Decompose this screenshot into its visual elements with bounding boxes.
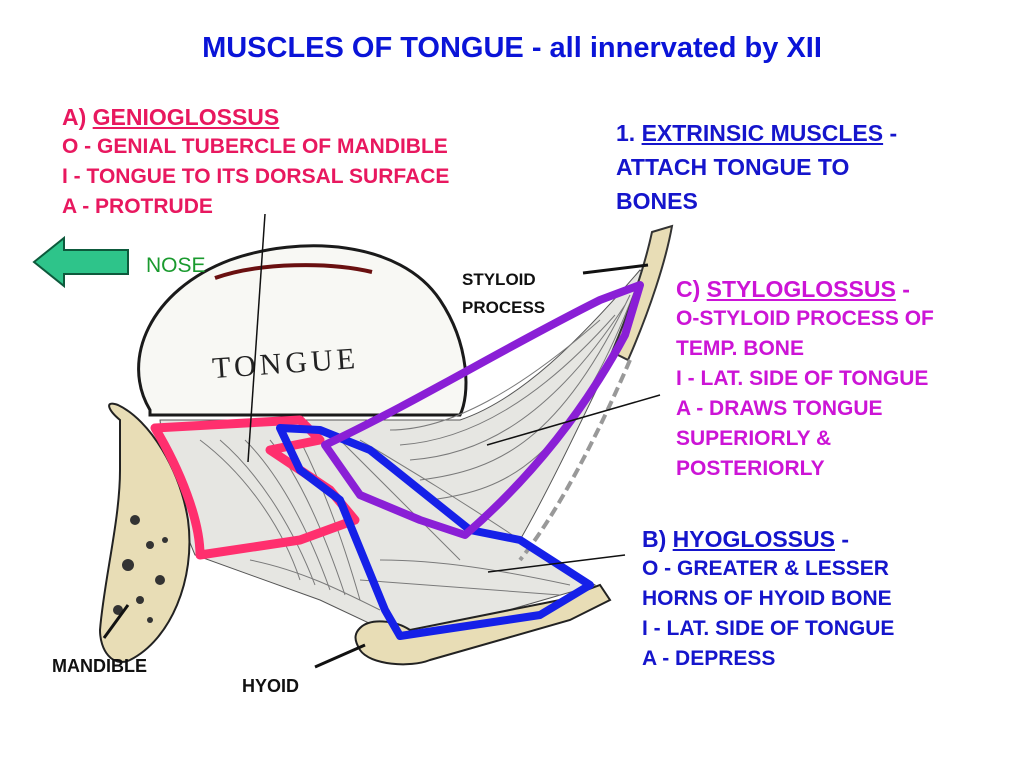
extrinsic-suffix: -: [889, 120, 898, 146]
hyoglossus-line3: I - LAT. SIDE OF TONGUE: [642, 617, 895, 640]
styloid-label-line2: PROCESS: [462, 298, 546, 317]
tongue-outline: [137, 244, 468, 417]
pointer-lines: [247, 213, 661, 573]
stylohyoid-ligament: [518, 359, 632, 562]
thick-pointer-lines: [102, 263, 649, 669]
styloglossus-line3: I - LAT. SIDE OF TONGUE: [676, 367, 929, 390]
hyoglossus-block: B) HYOGLOSSUS - O - GREATER & LESSER HOR…: [642, 524, 894, 674]
mandible-label: MANDIBLE: [52, 656, 147, 676]
hyoglossus-outline: [276, 424, 594, 640]
genioglossus-insertion: I - TONGUE TO ITS DORSAL SURFACE: [62, 165, 450, 188]
styloglossus-block: C) STYLOGLOSSUS - O-STYLOID PROCESS OF T…: [676, 274, 934, 484]
hyoglossus-prefix: B): [642, 526, 667, 552]
styloglossus-suffix: -: [902, 276, 910, 302]
extrinsic-prefix: 1.: [616, 120, 636, 146]
hyoglossus-line1: O - GREATER & LESSER: [642, 557, 889, 580]
styloid-process-label: STYLOID PROCESS: [462, 266, 545, 322]
styloglossus-line5: SUPERIORLY &: [676, 427, 832, 450]
extrinsic-line3: BONES: [616, 188, 698, 214]
muscle-fibres: [199, 289, 636, 611]
hyoglossus-line2: HORNS OF HYOID BONE: [642, 587, 892, 610]
styloglossus-line1: O-STYLOID PROCESS OF: [676, 307, 934, 330]
styloglossus-outline: [321, 281, 644, 539]
styloglossus-line6: POSTERIORLY: [676, 457, 825, 480]
mandible-bone: [98, 402, 191, 663]
mandible-texture: [113, 515, 168, 623]
extrinsic-name: EXTRINSIC MUSCLES: [641, 120, 884, 146]
genioglossus-block: A) GENIOGLOSSUS O - GENIAL TUBERCLE OF M…: [62, 102, 449, 222]
extrinsic-line2: ATTACH TONGUE TO: [616, 154, 850, 180]
hyoglossus-name: HYOGLOSSUS: [672, 526, 835, 552]
genioglossus-prefix: A): [62, 104, 87, 130]
styloglossus-line4: A - DRAWS TONGUE: [676, 397, 883, 420]
genioglossus-origin: O - GENIAL TUBERCLE OF MANDIBLE: [62, 135, 448, 158]
hyoid-label: HYOID: [242, 676, 300, 696]
styloid-label-line1: STYLOID: [462, 270, 536, 289]
genioglossus-name: GENIOGLOSSUS: [92, 104, 280, 130]
styloglossus-prefix: C): [676, 276, 701, 302]
genioglossus-action: A - PROTRUDE: [62, 195, 213, 218]
extrinsic-block: 1. EXTRINSIC MUSCLES - ATTACH TONGUE TO …: [616, 116, 897, 218]
styloglossus-line2: TEMP. BONE: [676, 337, 804, 360]
hyoglossus-suffix: -: [841, 526, 850, 552]
page-title: MUSCLES OF TONGUE - all innervated by XI…: [202, 32, 822, 64]
tongue-dorsum-shading: [214, 263, 373, 280]
nose-label: NOSE: [146, 254, 206, 277]
hyoglossus-line4: A - DEPRESS: [642, 647, 776, 670]
styloglossus-name: STYLOGLOSSUS: [706, 276, 896, 302]
nose-direction-arrow: [32, 235, 129, 289]
